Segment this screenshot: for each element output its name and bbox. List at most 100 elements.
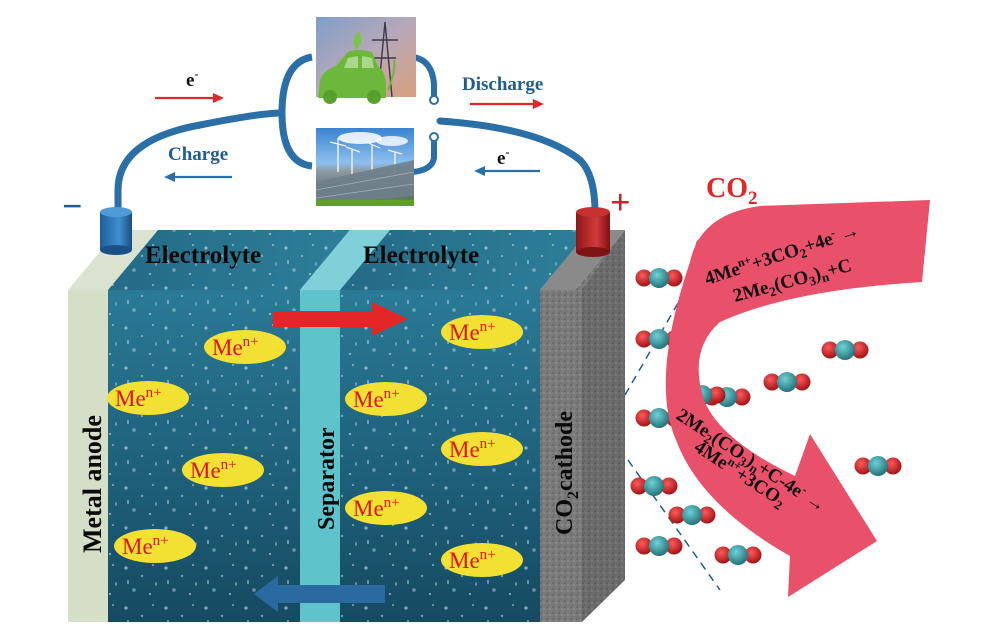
metal-ion: Men+ [345,491,427,525]
discharge-label: Discharge [462,74,543,95]
ion-label: Men+ [449,436,496,462]
negative-terminal [100,207,132,255]
metal-anode-label: Metal anode [78,415,107,553]
ion-ellipse [441,543,523,577]
separator-label: Separator [314,427,340,530]
charge-arrow [164,172,232,182]
oxygen-atom [733,388,751,406]
electron-label-right: e- [497,145,509,169]
oxygen-atom [744,546,762,564]
oxygen-atom [635,269,653,287]
ion-flow-discharge-arrow [273,302,408,336]
electrolyte-label-left: Electrolyte [145,242,261,269]
ion-label: Men+ [353,495,400,521]
electron-flow-top [155,93,224,103]
diffusion-dashed-line [627,459,721,591]
electron-label-top: e- [186,67,198,91]
oxygen-atom [665,537,683,555]
oxygen-atom [630,477,648,495]
metal-ion: Men+ [441,315,523,349]
oxygen-atom [635,409,653,427]
ion-label: Men+ [449,319,496,345]
co2-cathode-label: CO2cathode [552,411,582,535]
metal-ion: Men+ [345,382,427,416]
reaction-arrow [665,200,930,597]
metal-ion: Men+ [204,330,286,364]
oxygen-atom [635,330,653,348]
switch-contact-bottom [429,132,439,142]
ion-ellipse [114,529,196,563]
ion-ellipse [345,491,427,525]
ion-group: Men+ Men+ Men+ Men+ Men+ Men+ Men+ Men+ Men+ [107,315,523,577]
oxygen-atom [660,477,678,495]
carbon-atom [649,536,669,556]
ion-ellipse [182,453,264,487]
co2-molecule [668,505,716,525]
oxygen-atom [884,457,902,475]
carbon-atom [649,408,669,428]
arrow-right-icon [533,99,544,109]
metal-ion: Men+ [107,381,189,415]
electric-car-power-tower-icon [316,17,416,104]
electrolyte-label-right: Electrolyte [363,242,479,269]
oxygen-atom [668,506,686,524]
oxygen-atom [635,537,653,555]
metal-ion: Men+ [114,529,196,563]
charge-label: Charge [168,144,228,165]
wire-branch-top [278,53,313,114]
carbon-atom [649,268,669,288]
oxygen-atom [698,506,716,524]
ion-label: Men+ [353,386,400,412]
metal-ion: Men+ [182,453,264,487]
positive-sign: + [610,182,631,222]
wire-bottom-right [412,141,437,175]
ion-ellipse [107,381,189,415]
external-circuit [114,53,599,234]
co2-gas-label: CO2 [706,173,758,209]
ion-label: Men+ [115,385,162,411]
metal-anode [68,290,108,622]
discharge-arrow [470,99,544,109]
wind-turbines-solar-panels-icon [315,128,415,206]
ion-label: Men+ [122,533,169,559]
ion-flow-charge-arrow [254,576,385,612]
carbon-atom [682,505,702,525]
oxygen-atom [821,341,839,359]
co2-molecule [763,372,811,392]
oxygen-atom [665,269,683,287]
cell-top-face [68,230,625,290]
electron-flow-right [474,166,540,176]
carbon-atom [835,340,855,360]
co2-molecule [714,545,762,565]
carbon-atom [644,476,664,496]
oxygen-atom [854,457,872,475]
ion-ellipse [204,330,286,364]
oxygen-atom [708,386,726,404]
carbon-atom [868,456,888,476]
oxygen-atom [714,546,732,564]
carbon-atom [728,545,748,565]
ion-label: Men+ [190,457,237,483]
metal-ion: Men+ [441,432,523,466]
wire-right [436,117,599,216]
wire-top-right [412,54,437,96]
separator [300,290,340,622]
metal-ion: Men+ [441,543,523,577]
oxygen-atom [793,373,811,391]
ion-label: Men+ [449,547,496,573]
oxygen-atom [851,341,869,359]
switch-contact-top [429,95,439,105]
co2-cathode [540,230,625,622]
ion-label: Men+ [212,334,259,360]
co2-molecule [635,268,683,288]
arrow-right-icon [213,93,224,103]
oxygen-atom [763,373,781,391]
arrow-left-icon [474,166,485,176]
carbon-atom [649,329,669,349]
co2-molecule [630,476,678,496]
co2-molecule [635,536,683,556]
co2-molecule [821,340,869,360]
ion-ellipse [345,382,427,416]
carbon-atom [777,372,797,392]
